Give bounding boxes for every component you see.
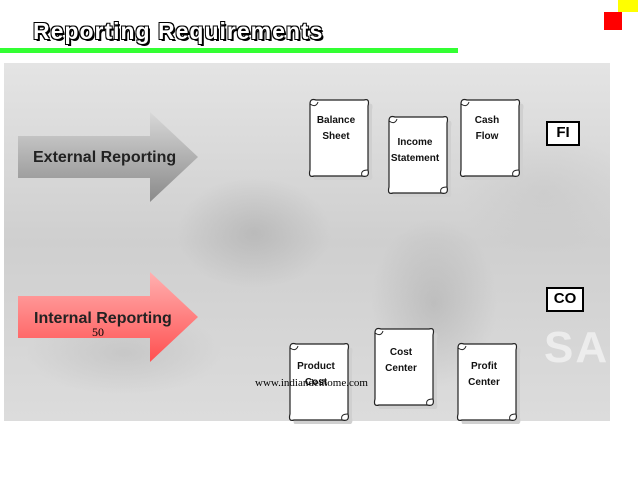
- footer-url[interactable]: www.indiandeihome.com: [255, 377, 368, 389]
- page-number: 50: [92, 325, 104, 339]
- fi-box: FI: [546, 121, 580, 146]
- external-reporting-label: External Reporting: [33, 149, 177, 166]
- scroll-label-balance-sheet: Balance Sheet: [316, 115, 356, 142]
- scroll-label-income-statement: Income Statement: [390, 137, 440, 164]
- scroll-profit-center: [456, 342, 521, 424]
- corner-accent-yellow: [618, 0, 638, 12]
- scroll-label-cost-center: Cost Center: [385, 347, 417, 374]
- scroll-balance-sheet: [308, 98, 373, 180]
- scroll-label-cash-flow: Cash Flow: [474, 115, 500, 142]
- title-underline: [0, 48, 458, 53]
- external-reporting-arrow: [18, 112, 198, 202]
- slide-title: Reporting Requirements: [33, 18, 324, 44]
- scroll-label-profit-center: Profit Center: [468, 361, 500, 388]
- photo-sign-text: SAP: [544, 323, 638, 372]
- internal-reporting-label: Internal Reporting: [34, 310, 172, 327]
- scroll-cash-flow: [459, 98, 524, 180]
- co-box: CO: [546, 287, 584, 312]
- scroll-product-cost: [288, 342, 353, 424]
- internal-reporting-arrow: [18, 272, 198, 362]
- corner-accent-red: [604, 12, 622, 30]
- scroll-cost-center: [373, 327, 438, 409]
- scroll-label-product-cost: Product Cost: [297, 361, 335, 388]
- scroll-income-statement: [387, 115, 452, 197]
